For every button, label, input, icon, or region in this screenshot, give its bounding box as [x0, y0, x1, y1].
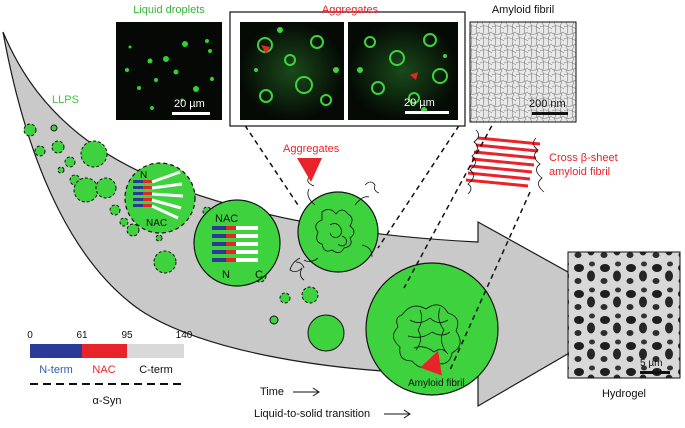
protein-label: α-Syn: [93, 395, 122, 407]
title-liquid: Liquid droplets: [133, 4, 205, 16]
time-label: Time: [260, 386, 284, 398]
transition-label: Liquid-to-solid transition: [254, 408, 370, 420]
panel-aggregates: 20 µm Aggregates: [229, 4, 466, 127]
title-fibril: Amyloid fibril: [492, 4, 554, 16]
aggregates-pointer-label: Aggregates: [283, 143, 340, 155]
cross-beta-fibril: [465, 129, 545, 195]
cterm-label: C-term: [139, 364, 173, 376]
tick-0: 0: [27, 330, 33, 341]
fibril-droplet: Amyloid fibril: [365, 262, 499, 396]
domain-bar: 0 61 95 140 N-term NAC C-term α-Syn: [27, 330, 193, 407]
fibril-droplet-label: Amyloid fibril: [408, 378, 465, 389]
scale-liquid: 20 µm: [174, 98, 205, 110]
big-nac-label: NAC: [215, 213, 238, 225]
droplet-n-label: N: [140, 170, 147, 181]
nterm-label: N-term: [39, 364, 73, 376]
cross-beta-label-2: amyloid fibril: [549, 166, 610, 178]
schematic-droplet-small: N NAC: [124, 162, 196, 234]
panel-hydrogel: 5 µm Hydrogel: [567, 251, 681, 400]
big-c-label: C: [255, 269, 263, 281]
llps-small-droplets: [23, 123, 319, 304]
panel-liquid-droplets: 20 µm Liquid droplets: [116, 4, 222, 120]
aggregate-droplet: [289, 163, 380, 281]
title-aggregates: Aggregates: [322, 4, 379, 16]
nac-label: NAC: [92, 364, 115, 376]
scale-fibril: 200 nm: [529, 98, 566, 110]
llps-solid-droplets: [50, 124, 345, 352]
droplet-nac-label: NAC: [146, 218, 167, 229]
title-hydrogel: Hydrogel: [602, 388, 646, 400]
transition-text-arrow: [384, 409, 411, 419]
aggregates-pointer: [297, 158, 322, 182]
schematic-droplet-large: NAC N C: [193, 199, 281, 287]
scale-aggregates: 20 µm: [404, 97, 435, 109]
llps-label: LLPS: [52, 94, 79, 106]
time-arrow: [293, 387, 320, 397]
tick-61: 61: [76, 330, 88, 341]
zoom-lines: [239, 117, 531, 371]
tick-95: 95: [121, 330, 133, 341]
big-n-label: N: [222, 269, 230, 281]
fibril-pointer: [420, 350, 442, 376]
scale-hydrogel: 5 µm: [640, 358, 662, 369]
cross-beta-label-1: Cross β-sheet: [549, 152, 618, 164]
panel-amyloid-fibril: 200 nm Amyloid fibril: [469, 4, 577, 123]
tick-140: 140: [176, 330, 193, 341]
